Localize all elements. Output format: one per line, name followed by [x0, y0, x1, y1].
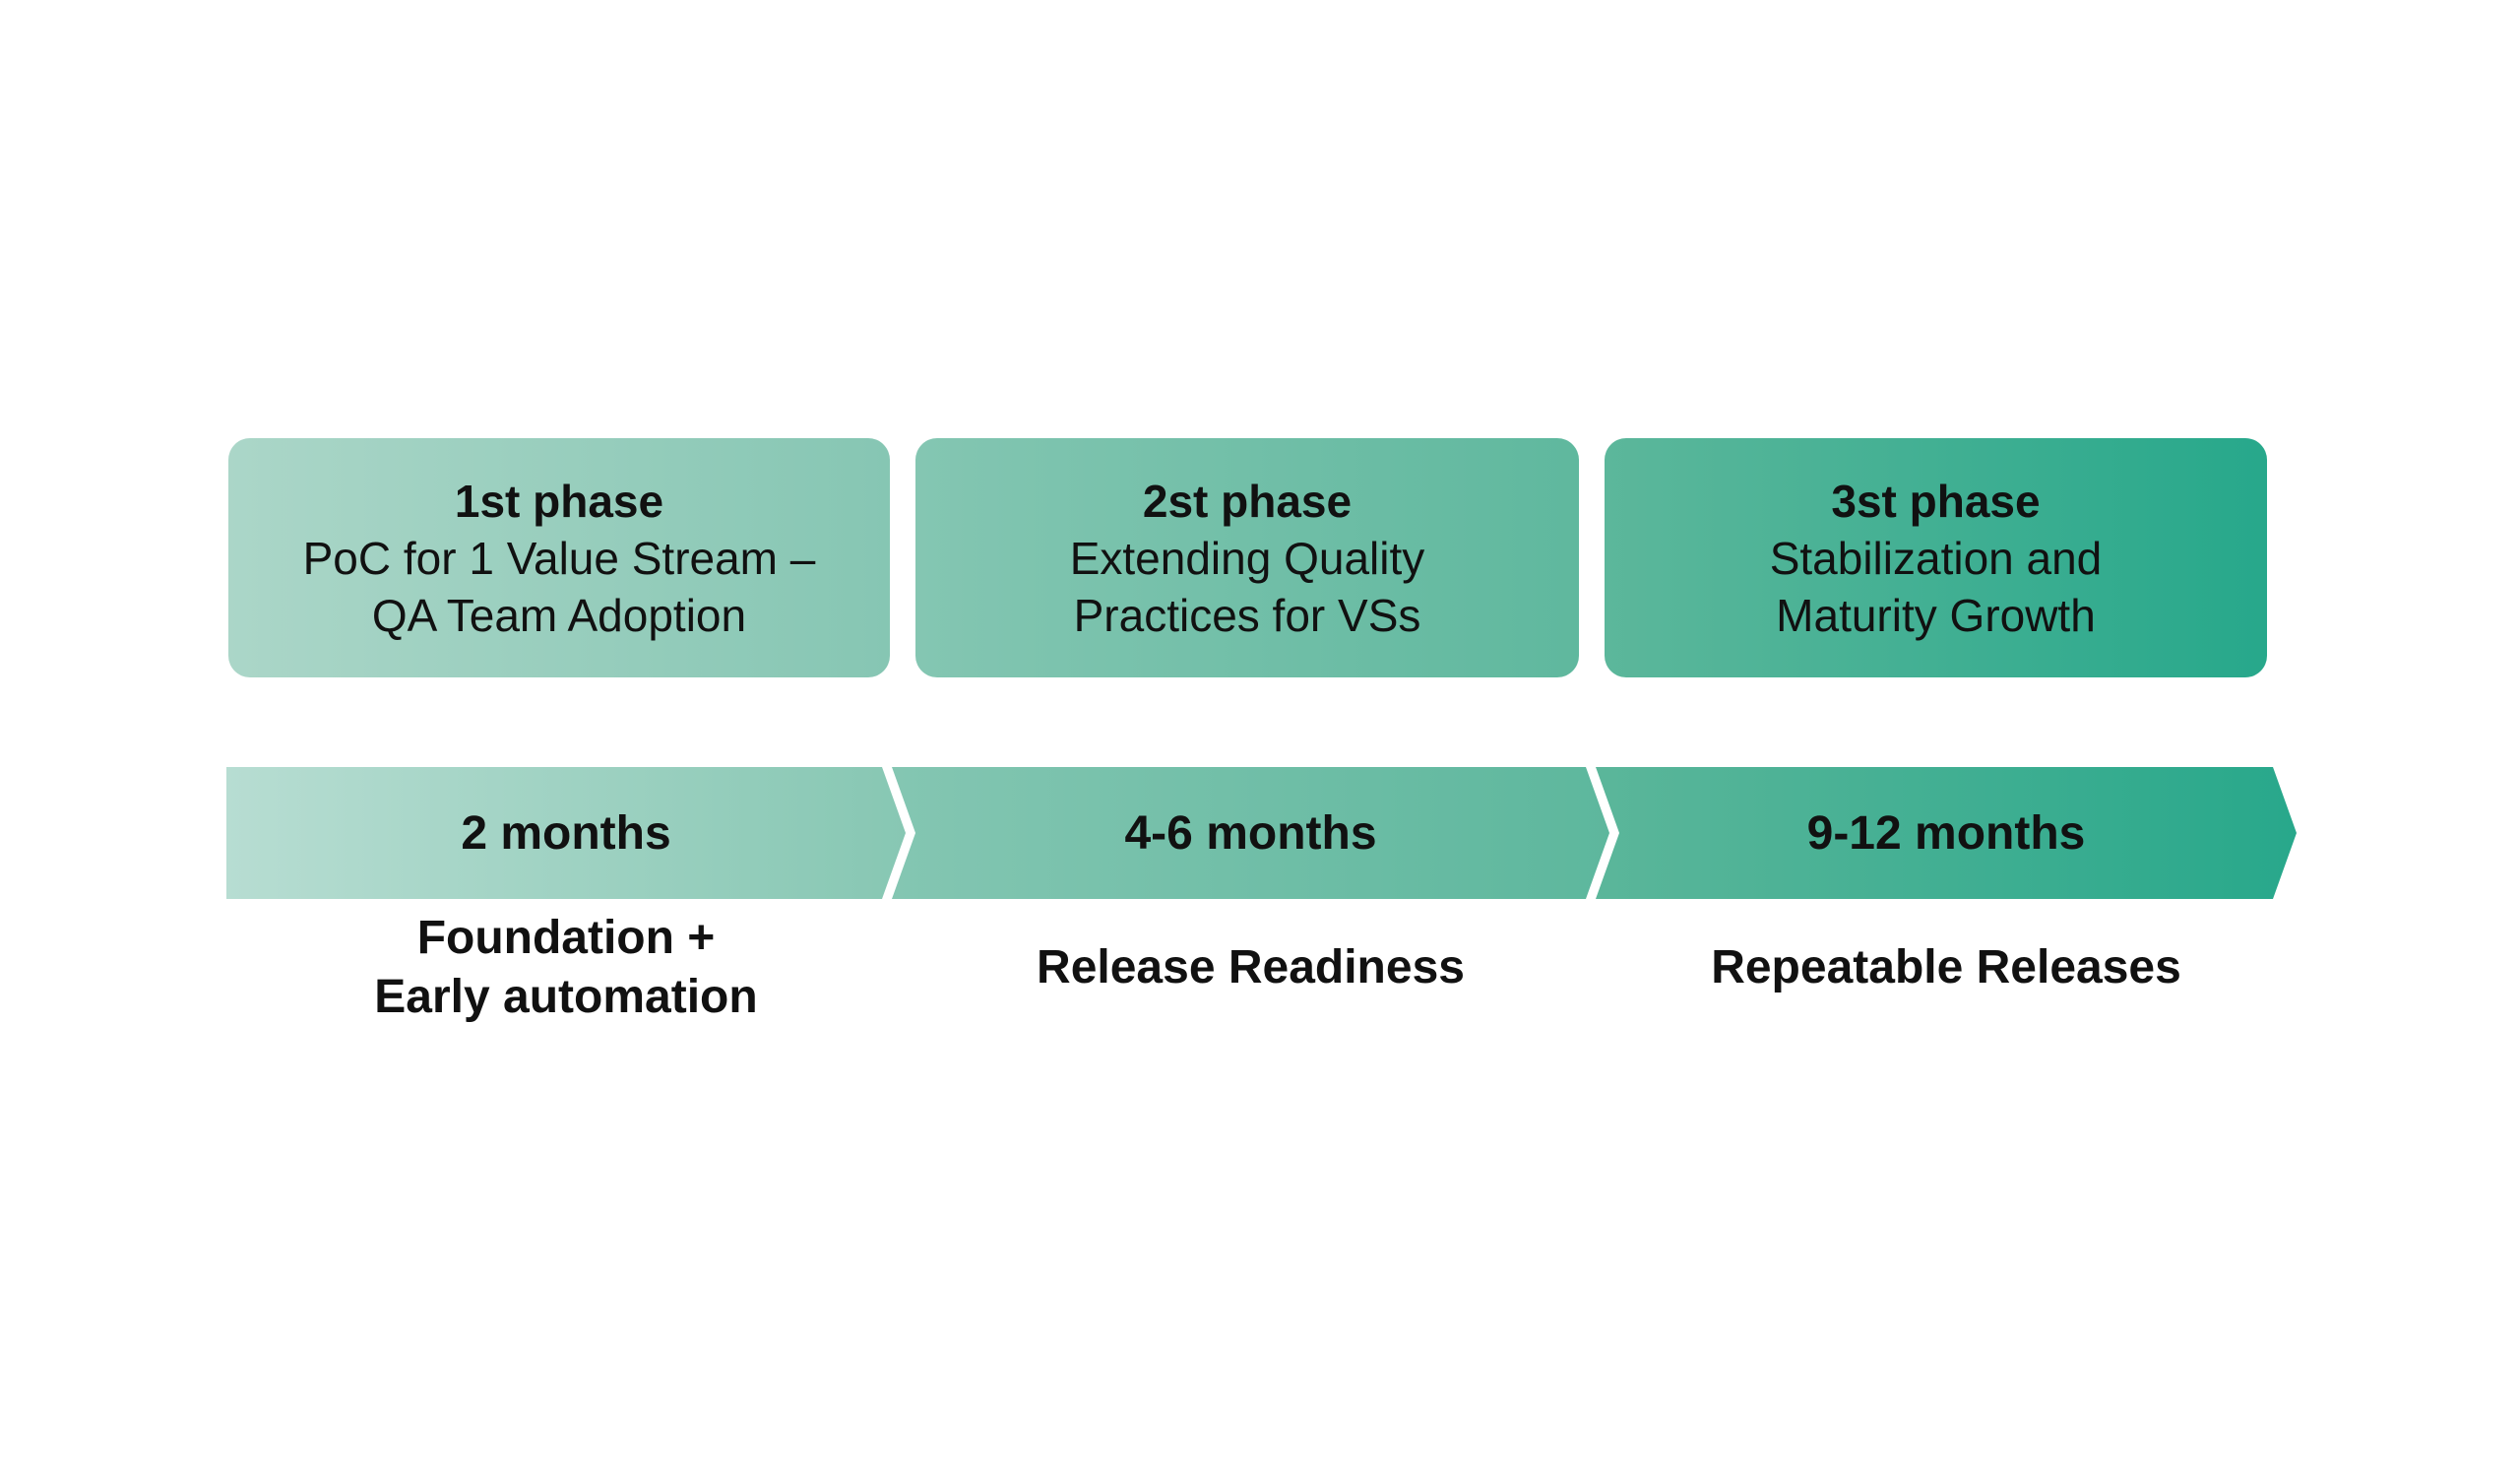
phase-1-duration-label: 2 months	[461, 806, 671, 860]
phase-3-box: 3st phase Stabilization and Maturity Gro…	[1605, 438, 2267, 677]
phase-3-duration-label: 9-12 months	[1806, 806, 2086, 860]
phase-3-title: 3st phase	[1831, 475, 2041, 527]
phase-3-description-line-2: Maturity Growth	[1776, 589, 2096, 641]
timeline-segment-1: 2 months	[226, 767, 906, 899]
phase-2-description-line-2: Practices for VSs	[1073, 589, 1421, 641]
phase-2-outcome-label: Release Readiness	[892, 904, 1609, 1032]
phase-1-title: 1st phase	[454, 475, 664, 527]
phase-1-outcome-line-1: Foundation +	[416, 912, 716, 964]
timeline-arrow-band: 2 months 4-6 months 9-12 months	[0, 767, 2520, 899]
timeline-segment-3-arrowhead: 9-12 months	[1596, 767, 2297, 899]
phase-3-outcome-line-1: Repeatable Releases	[1711, 941, 2181, 993]
phase-1-box: 1st phase PoC for 1 Value Stream – QA Te…	[228, 438, 890, 677]
phase-1-description-line-2: QA Team Adoption	[371, 589, 747, 641]
phase-2-description-line-1: Extending Quality	[1069, 532, 1425, 584]
phase-1-description-line-1: PoC for 1 Value Stream –	[302, 532, 816, 584]
phase-3-description-line-1: Stabilization and	[1769, 532, 2103, 584]
phase-2-title: 2st phase	[1142, 475, 1353, 527]
phase-2-duration-label: 4-6 months	[1124, 806, 1377, 860]
timeline-segment-2: 4-6 months	[892, 767, 1609, 899]
outcome-labels-row: Foundation + Early automation Release Re…	[0, 904, 2520, 1032]
phase-2-outcome-line-1: Release Readiness	[1037, 941, 1465, 993]
phase-3-outcome-label: Repeatable Releases	[1596, 904, 2297, 1032]
phase-2-box: 2st phase Extending Quality Practices fo…	[915, 438, 1579, 677]
phase-1-outcome-label: Foundation + Early automation	[226, 904, 906, 1032]
phase-1-outcome-line-2: Early automation	[374, 971, 758, 1023]
